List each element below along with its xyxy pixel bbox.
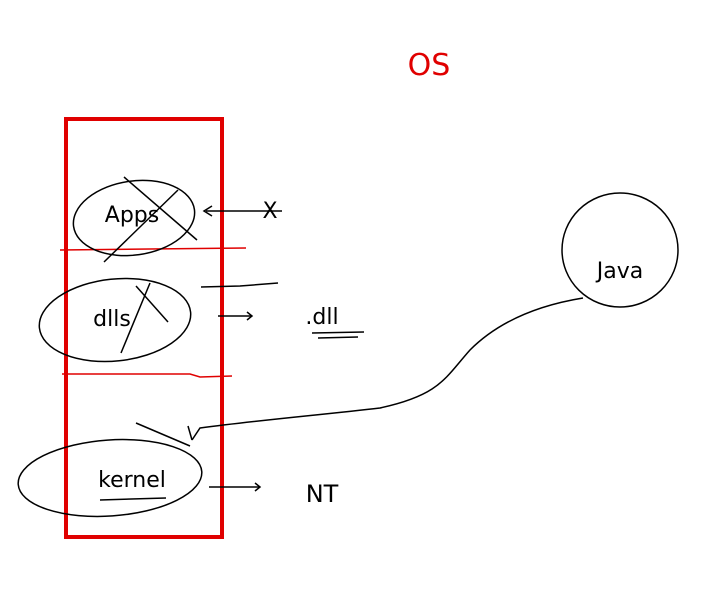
dlls-top-line xyxy=(200,282,279,288)
kernel-label: kernel xyxy=(98,468,166,493)
dlls-arrow-head xyxy=(246,311,254,321)
dlls-cross-stroke-2 xyxy=(135,285,169,323)
kernel-ellipse xyxy=(17,438,203,518)
os-box xyxy=(64,117,224,539)
apps-cross-stroke-1 xyxy=(123,176,198,241)
kernel-underline xyxy=(99,497,167,501)
apps-arrow-head xyxy=(202,205,213,217)
divider-line-bottom xyxy=(62,373,233,378)
divider-line-top xyxy=(59,247,247,251)
dlls-cross-stroke-1 xyxy=(120,282,151,354)
layer-apps: Apps X xyxy=(72,176,282,263)
dlls-ellipse xyxy=(38,277,192,363)
layer-dlls: dlls .dll xyxy=(38,277,365,363)
apps-cross-stroke-2 xyxy=(103,189,179,263)
kernel-arrow-label: NT xyxy=(306,480,339,508)
dlls-underline-1 xyxy=(311,331,365,334)
kernel-arrow-head xyxy=(254,482,262,492)
apps-arrow-label: X xyxy=(262,199,277,224)
dlls-underline-2 xyxy=(317,336,359,339)
layer-kernel: kernel NT xyxy=(17,422,339,518)
dlls-arrow-label: .dll xyxy=(305,305,338,330)
external-java: Java xyxy=(187,192,679,441)
diagram-title: OS xyxy=(408,48,451,83)
apps-label: Apps xyxy=(105,203,159,228)
connector-end-tick xyxy=(187,425,193,441)
java-label: Java xyxy=(595,259,643,284)
dlls-label: dlls xyxy=(93,307,131,332)
kernel-accent-stroke xyxy=(135,422,191,447)
java-ellipse xyxy=(561,192,679,308)
java-kernel-connector xyxy=(191,297,584,441)
